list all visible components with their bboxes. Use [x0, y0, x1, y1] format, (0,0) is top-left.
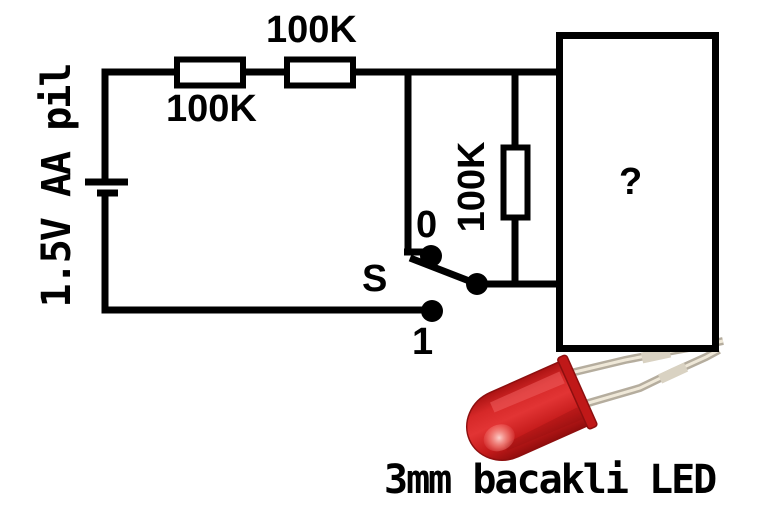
- switch-contact-1-dot: [421, 300, 443, 322]
- resistor-2-label: 100K: [266, 9, 357, 51]
- wire-switch-drop: [404, 72, 424, 256]
- unknown-box-outline: [556, 32, 719, 352]
- resistor-1-label: 100K: [166, 88, 257, 130]
- switch-contact-0-dot: [420, 245, 442, 267]
- led-body: [465, 354, 598, 461]
- led-caption: 3mm bacakli LED: [384, 457, 717, 503]
- led-leg-crimp: [657, 362, 689, 384]
- led-leg-crimp: [640, 346, 672, 364]
- led-highlight: [483, 424, 515, 452]
- battery-label: 1.5V AA pil: [34, 64, 80, 308]
- resistor-1-body: [174, 56, 246, 89]
- switch-position-0-label: 0: [416, 204, 438, 246]
- switch-position-1-label: 1: [412, 321, 434, 363]
- resistor-3-label: 100K: [451, 141, 493, 233]
- resistor-2-body: [284, 56, 356, 89]
- wire-bottom: [101, 192, 432, 314]
- switch-name-label: S: [362, 258, 388, 300]
- unknown-box-label: ?: [619, 161, 643, 203]
- switch-common-dot: [466, 273, 488, 295]
- resistor-3-body: [500, 144, 531, 221]
- switch-lever: [408, 254, 479, 288]
